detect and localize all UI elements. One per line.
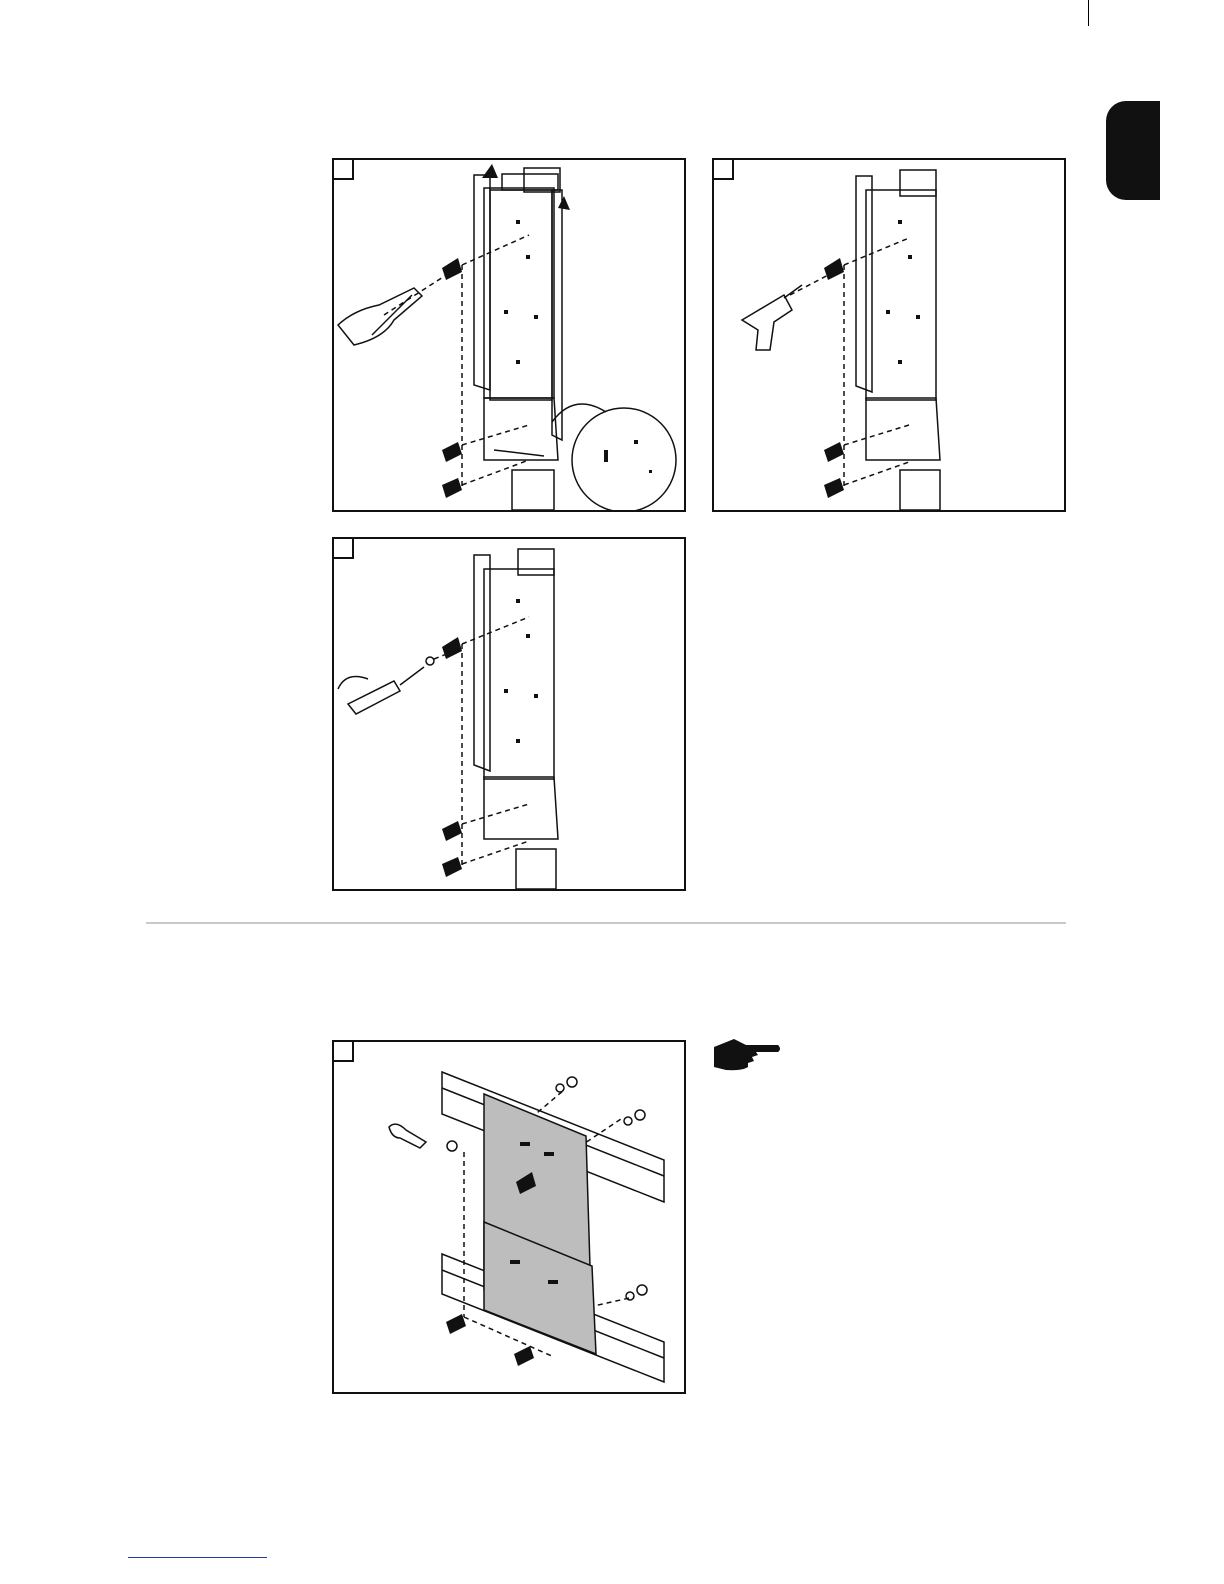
step-number [332, 158, 354, 180]
footer-link-underline[interactable] [128, 1557, 267, 1558]
illustration-rail-mounting [332, 1040, 686, 1394]
screwing-drawing [334, 539, 684, 889]
crop-mark [1088, 0, 1089, 26]
illustration-screw-mounting [332, 537, 686, 891]
mounting-plate-drawing [334, 160, 684, 510]
language-tab [1106, 101, 1160, 200]
pointing-hand-icon [712, 1037, 782, 1073]
drilling-drawing [714, 160, 1064, 510]
step-number [332, 1040, 354, 1062]
step-number [332, 537, 354, 559]
step-number [712, 158, 734, 180]
illustration-drill-holes [712, 158, 1066, 512]
illustration-mark-holes [332, 158, 686, 512]
rail-mounting-drawing [334, 1042, 684, 1392]
section-divider [146, 922, 1066, 924]
